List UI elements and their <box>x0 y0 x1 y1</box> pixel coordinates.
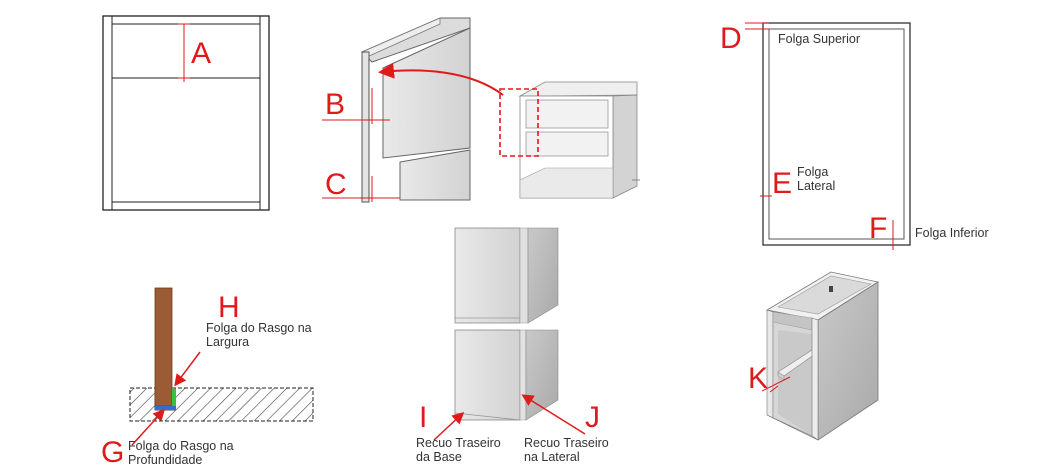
label-h-line1: Folga do Rasgo na <box>206 321 312 335</box>
label-folga-lateral-2: Lateral <box>797 179 835 193</box>
panel-gh-groove-clearance: H Folga do Rasgo na Largura G Folga do R… <box>101 287 314 468</box>
marker-b: B <box>325 88 345 121</box>
cabinet-drawers-illustration <box>499 81 640 199</box>
marker-g: G <box>101 436 124 468</box>
label-g-line1: Folga do Rasgo na <box>128 439 234 453</box>
marker-d: D <box>720 22 742 55</box>
label-g-line2: Profundidade <box>128 453 202 467</box>
marker-k: K <box>748 362 768 395</box>
panel-def-door-clearances: D Folga Superior E Folga Lateral F Folga… <box>720 22 989 250</box>
marker-a: A <box>191 37 211 70</box>
panel-a-front-view: A <box>102 15 270 211</box>
label-i-line1: Recuo Traseiro <box>416 436 501 450</box>
panel-bc-drawer-detail: B C <box>322 17 504 203</box>
wood-panel-back <box>154 287 173 407</box>
marker-h: H <box>218 291 240 324</box>
label-j-line2: na Lateral <box>524 450 580 464</box>
panel-ij-back-recess: I Recuo Traseiro da Base J Recuo Traseir… <box>416 227 609 464</box>
marker-j: J <box>585 401 600 434</box>
groove-depth-gap <box>155 406 176 410</box>
label-folga-inferior: Folga Inferior <box>915 226 989 240</box>
panel-k-cabinet-shelf: K <box>748 271 880 441</box>
label-h-line2: Largura <box>206 335 249 349</box>
marker-f: F <box>869 212 887 245</box>
marker-e: E <box>772 167 792 200</box>
groove-width-gap <box>172 389 176 406</box>
marker-c: C <box>325 168 347 201</box>
label-i-line2: da Base <box>416 450 462 464</box>
label-folga-lateral-1: Folga <box>797 165 828 179</box>
label-j-line1: Recuo Traseiro <box>524 436 609 450</box>
label-folga-superior: Folga Superior <box>778 32 860 46</box>
marker-i: I <box>419 401 427 434</box>
